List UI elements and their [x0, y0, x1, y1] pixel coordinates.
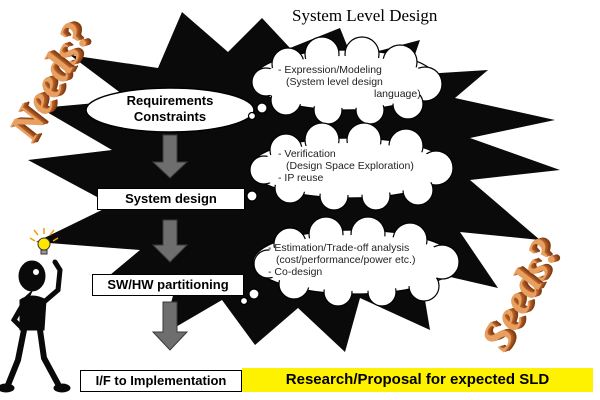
cloud-verification [237, 122, 454, 211]
cloud2-line1: - Verification [278, 148, 336, 160]
sw-hw-partitioning-box: SW/HW partitioning [92, 274, 244, 296]
arrow-2 [151, 219, 189, 263]
cloud-expression-modeling [247, 36, 443, 125]
thinking-person-figure [0, 228, 71, 393]
requirements-label: Requirements [126, 93, 214, 108]
flow-arrows [151, 134, 189, 351]
diagram-title: System Level Design [292, 6, 438, 25]
requirements-constraints-label: Requirements Constraints [95, 93, 245, 125]
cloud-estimation [239, 216, 460, 307]
cloud3-text: - Estimation/Trade-off analysis (cost/pe… [268, 242, 415, 278]
arrow-3 [151, 301, 189, 351]
cloud2-text: - Verification (Design Space Exploration… [278, 148, 414, 184]
cloud3-line2: (cost/performance/power etc.) [276, 254, 416, 266]
cloud2-line2: (Design Space Exploration) [286, 160, 414, 172]
if-to-implementation-box: I/F to Implementation [80, 370, 242, 392]
cloud3-line1: - Estimation/Trade-off analysis [268, 242, 410, 254]
cloud1-text: - Expression/Modeling (System level desi… [278, 64, 421, 100]
arrow-1 [151, 134, 189, 179]
cloud1-line1: - Expression/Modeling [278, 64, 382, 76]
cloud1-line2: (System level design [286, 76, 383, 88]
lightbulb-icon [37, 237, 51, 255]
constraints-label: Constraints [133, 109, 207, 124]
cloud1-line3: language) [374, 88, 421, 100]
system-design-box: System design [97, 188, 245, 210]
research-proposal-banner: Research/Proposal for expected SLD [242, 368, 593, 392]
requirements-ellipse [85, 87, 255, 133]
cloud2-line3: - IP reuse [278, 172, 324, 184]
cloud3-line3: - Co-design [268, 266, 323, 278]
